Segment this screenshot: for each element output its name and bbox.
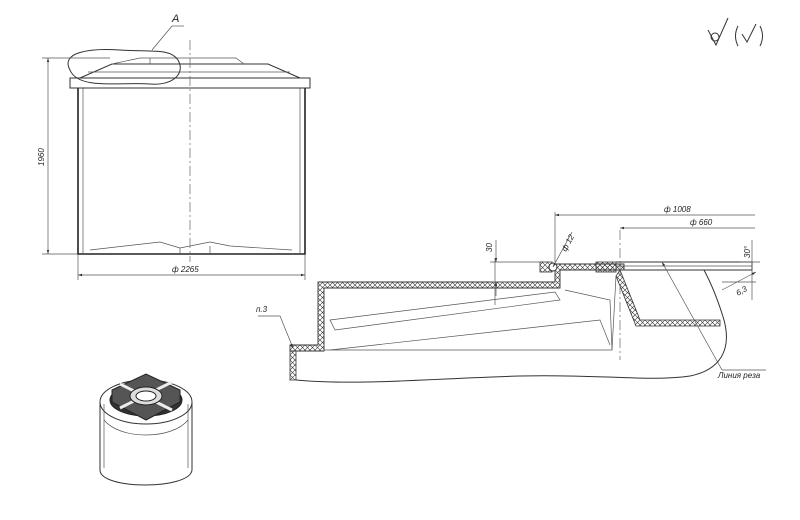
dim-30deg-label: 30°	[743, 245, 752, 258]
note-p3: п.3	[256, 305, 294, 349]
dim-30-label: 30	[485, 243, 494, 252]
dim-660-label: ф 660	[690, 218, 713, 227]
dim-1008-label: ф 1008	[664, 205, 691, 214]
note-p3-label: п.3	[256, 305, 268, 314]
tank-front-view: А	[67, 13, 311, 262]
height-dimension: 1960	[37, 57, 110, 255]
dim-30: 30	[485, 240, 540, 296]
dim-63-label: 6,3	[735, 284, 750, 298]
cut-line-note: Линия реза	[661, 261, 766, 380]
dim-12-label: ф 12	[560, 233, 577, 253]
dim-1008: ф 1008	[554, 205, 755, 262]
roughness-check-icon	[707, 17, 763, 47]
diameter-dimension: ф 2265	[77, 254, 306, 280]
section-detail-view	[289, 230, 753, 383]
dim-12: ф 12	[552, 231, 577, 268]
tank-3d-view	[99, 373, 193, 486]
height-dimension-label: 1960	[37, 148, 46, 166]
cut-line-label: Линия реза	[717, 371, 761, 380]
diameter-dimension-label: ф 2265	[172, 265, 199, 274]
dim-660: ф 660	[620, 218, 755, 230]
detail-a-label: А	[171, 13, 179, 25]
